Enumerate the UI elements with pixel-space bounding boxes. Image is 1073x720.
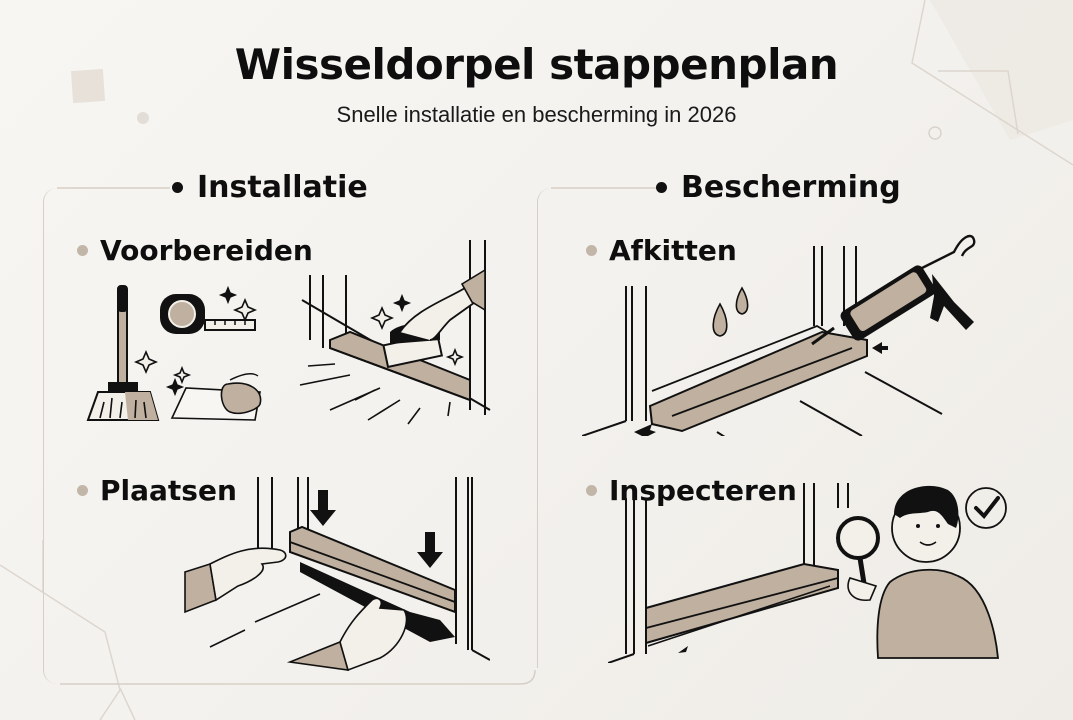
installatie-panel-frame [43, 188, 535, 684]
preparation-tools-illustration [86, 285, 262, 421]
step-plaatsen: Plaatsen [77, 474, 237, 507]
arrow-icons [634, 342, 888, 436]
drop-icons [712, 286, 749, 337]
step-label: Voorbereiden [100, 234, 313, 267]
step-bullet-icon [586, 245, 597, 256]
bescherming-panel-frame [537, 188, 1017, 668]
step-voorbereiden: Voorbereiden [77, 234, 313, 267]
sparkle-icons [133, 285, 258, 397]
broom-icon [86, 285, 160, 421]
step-label: Inspecteren [609, 474, 797, 507]
step-label: Afkitten [609, 234, 737, 267]
section-heading-bescherming: Bescherming [656, 170, 901, 205]
step-bullet-icon [586, 485, 597, 496]
brushing-sill-illustration [299, 240, 491, 425]
heading-dot-icon [172, 182, 183, 193]
caulking-illustration [582, 234, 976, 436]
section-heading-text: Installatie [197, 170, 368, 205]
placing-threshold-illustration [184, 477, 490, 672]
down-arrow-icon [310, 490, 443, 568]
cleaning-cloth-icon [170, 373, 262, 421]
step-afkitten: Afkitten [586, 234, 737, 267]
step-inspecteren: Inspecteren [586, 474, 797, 507]
section-heading-installatie: Installatie [172, 170, 368, 205]
sparkle-icons [369, 293, 465, 367]
caulk-gun-icon [811, 234, 976, 346]
heading-dot-icon [656, 182, 667, 193]
scrub-brush-icon [382, 268, 486, 369]
checkmark-circle-icon [965, 487, 1007, 529]
step-bullet-icon [77, 485, 88, 496]
inspecting-illustration [608, 483, 1007, 663]
step-label: Plaatsen [100, 474, 237, 507]
page-subtitle: Snelle installatie en bescherming in 202… [336, 102, 737, 127]
man-with-magnifier-icon [836, 485, 999, 659]
section-heading-text: Bescherming [681, 170, 901, 205]
hands-icon [184, 547, 408, 672]
page-title: Wisseldorpel stappenplan [234, 40, 839, 89]
step-bullet-icon [77, 245, 88, 256]
tape-measure-icon [160, 294, 256, 334]
